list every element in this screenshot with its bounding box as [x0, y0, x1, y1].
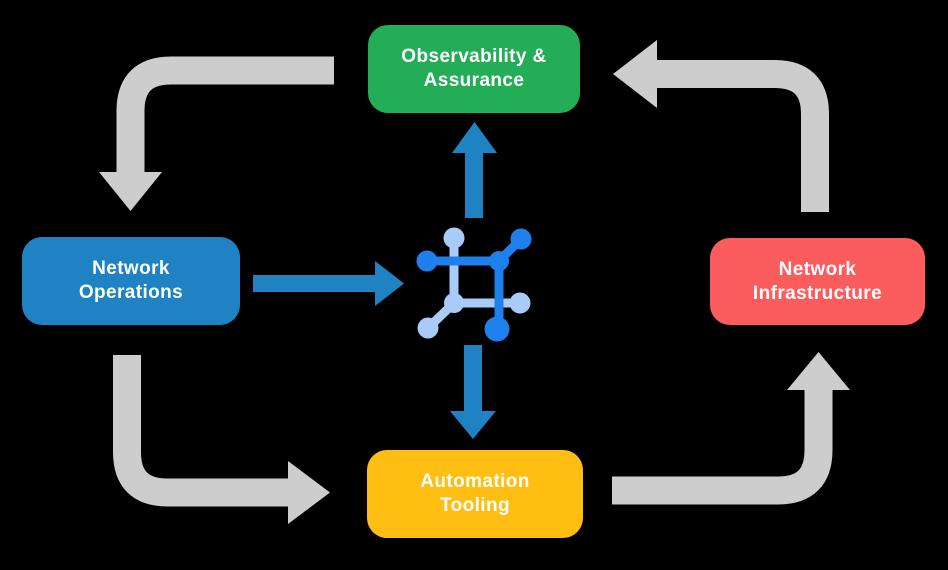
outer-arrow-observability-to-operations	[99, 56, 334, 211]
node-observability-assurance: Observability & Assurance	[368, 25, 580, 113]
outer-arrow-tooling-to-infrastructure-shaft	[612, 390, 833, 505]
inner-arrow-icon-to-observability	[452, 122, 497, 218]
outer-arrow-operations-to-tooling-head	[288, 461, 330, 524]
outer-arrow-operations-to-tooling	[113, 355, 330, 524]
inner-arrow-icon-to-observability-head	[452, 122, 497, 153]
icon-light-node-top	[443, 227, 465, 249]
outer-arrow-infrastructure-to-observability-head	[613, 40, 657, 108]
node-network-infrastructure-label: Network Infrastructure	[752, 258, 883, 304]
icon-light-node-bottom-left	[417, 317, 439, 339]
icon-light-node-right	[509, 292, 531, 314]
icon-dark-node-bottom	[484, 316, 510, 342]
node-observability-assurance-label: Observability & Assurance	[401, 46, 547, 91]
node-automation-tooling: Automation Tooling	[367, 450, 583, 538]
outer-arrow-infrastructure-to-observability	[613, 40, 829, 212]
inner-arrow-operations-to-icon	[253, 261, 404, 306]
inner-arrow-icon-to-tooling-head	[450, 411, 496, 439]
network-fabric-icon	[416, 227, 532, 342]
outer-arrow-observability-to-operations-shaft	[116, 56, 334, 174]
outer-arrow-operations-to-tooling-shaft	[113, 355, 290, 507]
node-network-infrastructure: Network Infrastructure	[710, 238, 925, 325]
inner-arrow-operations-to-icon-head	[375, 261, 404, 306]
icon-light-junction-dot	[444, 293, 464, 313]
outer-arrow-tooling-to-infrastructure	[612, 352, 850, 505]
inner-arrow-icon-to-tooling	[450, 345, 496, 439]
node-automation-tooling-label: Automation Tooling	[420, 471, 530, 516]
outer-arrow-infrastructure-to-observability-shaft	[656, 60, 829, 212]
icon-dark-node-top-right	[510, 228, 532, 250]
outer-arrow-observability-to-operations-head	[99, 172, 162, 211]
icon-dark-junction-dot	[489, 251, 509, 271]
icon-dark-node-left	[416, 250, 438, 272]
node-network-operations: Network Operations	[22, 237, 240, 325]
node-network-operations-label: Network Operations	[78, 258, 184, 303]
outer-arrow-tooling-to-infrastructure-head	[787, 352, 850, 390]
